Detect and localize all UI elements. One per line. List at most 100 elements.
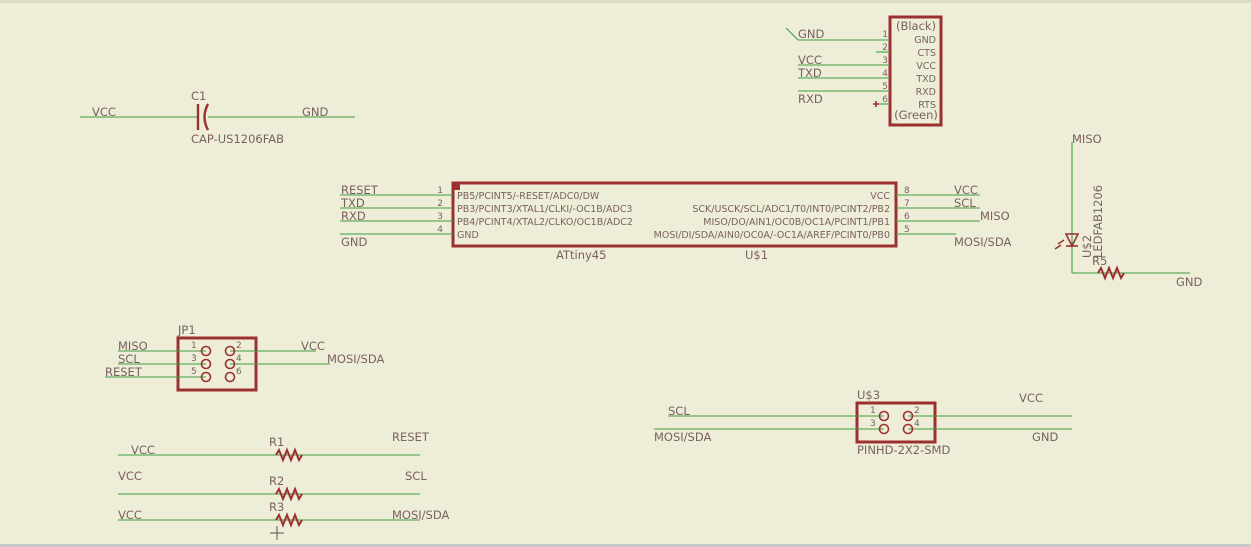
mcu-pin-name-4: GND bbox=[457, 230, 479, 241]
mcu-value: ATtiny45 bbox=[556, 248, 606, 262]
mcu-pin-num-2: 2 bbox=[437, 199, 443, 209]
jp1-pad-5 bbox=[200, 371, 212, 383]
mcu-pin-name-5: MOSI/DI/SDA/AIN0/OC0A/-OC1A/AREF/PCINT0/… bbox=[654, 230, 890, 241]
r3-ref: R3 bbox=[269, 500, 284, 514]
mcu-attiny45[interactable]: RESET TXD RXD GND 1 2 3 4 PB5/PCINT5/-RE… bbox=[340, 181, 1011, 262]
ftdi-net-3: VCC bbox=[798, 53, 822, 67]
cap-value: CAP-US1206FAB bbox=[191, 132, 284, 146]
jp1-num-5: 5 bbox=[191, 367, 197, 377]
mcu-pin-name-8: VCC bbox=[870, 191, 890, 202]
r1-net-left: VCC bbox=[131, 443, 155, 457]
r1-zigzag bbox=[275, 447, 303, 463]
u3-num-3: 3 bbox=[870, 419, 876, 429]
ftdi-pin-name-3: VCC bbox=[916, 61, 936, 72]
jp1-pad-3 bbox=[200, 358, 212, 370]
capacitor-c1[interactable]: C1 CAP-US1206FAB VCC GND bbox=[80, 89, 355, 146]
mcu-pin-name-6: MISO/DO/AIN1/OC0B/OC1A/PCINT1/PB1 bbox=[703, 217, 890, 228]
mcu-pin-num-1: 1 bbox=[437, 186, 443, 196]
ftdi-pin-num-1: 1 bbox=[882, 30, 888, 40]
r3-net-right: MOSI/SDA bbox=[392, 508, 449, 522]
jp1-net-1: MISO bbox=[118, 339, 148, 353]
mcu-pin-num-8: 8 bbox=[904, 186, 910, 196]
resistor-r3[interactable]: R3 VCC MOSI/SDA bbox=[118, 500, 449, 528]
u3-num-1: 1 bbox=[870, 406, 876, 416]
jp1-net-5: RESET bbox=[105, 365, 143, 379]
mcu-pin-num-4: 4 bbox=[437, 225, 443, 235]
jp1-net-3: SCL bbox=[118, 352, 140, 366]
u3-pad-4 bbox=[902, 423, 914, 435]
jp1-ref: JP1 bbox=[177, 323, 196, 337]
u3-pad-2 bbox=[902, 410, 914, 422]
cap-net-right: GND bbox=[302, 105, 329, 119]
resistor-r1[interactable]: R1 VCC RESET bbox=[118, 430, 430, 463]
mcu-pin-name-2: PB3/PCINT3/XTAL1/CLKI/-OC1B/ADC3 bbox=[457, 204, 632, 215]
jp1-num-3: 3 bbox=[191, 354, 197, 364]
led-net-top: MISO bbox=[1072, 132, 1102, 146]
ftdi-pin-name-1: GND bbox=[914, 35, 936, 46]
ftdi-net-4: TXD bbox=[797, 66, 822, 80]
cap-net-left: VCC bbox=[92, 105, 116, 119]
u3-body bbox=[855, 401, 937, 444]
ftdi-pin-num-3: 3 bbox=[882, 56, 888, 66]
ftdi-body bbox=[888, 15, 943, 127]
jp1-num-6: 6 bbox=[236, 367, 242, 377]
r2-zigzag bbox=[275, 486, 303, 502]
mcu-ref: U$1 bbox=[745, 248, 768, 262]
jp1-net-2: VCC bbox=[301, 339, 325, 353]
mcu-net-pin5: MOSI/SDA bbox=[954, 235, 1011, 249]
mcu-net-pin4: GND bbox=[341, 235, 368, 249]
ftdi-pin-name-6: RTS bbox=[918, 100, 936, 111]
led-net-right: GND bbox=[1176, 275, 1203, 289]
u3-net-4: GND bbox=[1032, 430, 1059, 444]
jp1-pad-6 bbox=[224, 371, 236, 383]
led-emission-arrows bbox=[1054, 239, 1065, 250]
u3-value: PINHD-2X2-SMD bbox=[857, 443, 950, 457]
ftdi-pin-num-2: 2 bbox=[882, 43, 888, 53]
isp-header-jp1[interactable]: 1 3 5 2 4 6 MISO SCL RESET VCC MOSI/SDA … bbox=[105, 323, 384, 392]
top-border bbox=[0, 0, 1251, 3]
mcu-pin-num-3: 3 bbox=[437, 212, 443, 222]
u3-ref: U$3 bbox=[857, 388, 880, 402]
mcu-net-pin3: RXD bbox=[341, 209, 366, 223]
mcu-pin-num-7: 7 bbox=[904, 199, 910, 209]
r1-net-right: RESET bbox=[392, 430, 430, 444]
mcu-net-pin2: TXD bbox=[340, 196, 365, 210]
ftdi-net-6: RXD bbox=[798, 92, 823, 106]
ftdi-origin-cross bbox=[873, 101, 879, 107]
mcu-pin-num-6: 6 bbox=[904, 212, 910, 222]
ftdi-connector[interactable]: (Black) (Green) GND VCC TXD RXD 1 2 3 4 … bbox=[785, 15, 943, 127]
mcu-pin-name-1: PB5/PCINT5/-RESET/ADC0/DW bbox=[457, 191, 600, 202]
ftdi-wire-gnd-stub bbox=[785, 27, 799, 41]
ftdi-pin-name-2: CTS bbox=[918, 48, 936, 59]
u3-pad-3 bbox=[878, 423, 890, 435]
cursor-crosshair-icon bbox=[270, 526, 284, 540]
r2-net-left: VCC bbox=[118, 469, 142, 483]
ftdi-pin-name-5: RXD bbox=[916, 87, 936, 98]
u3-net-2: VCC bbox=[1019, 391, 1043, 405]
led-value: LEDFAB1206 bbox=[1091, 185, 1105, 258]
header-u3[interactable]: 1 3 2 4 SCL MOSI/SDA VCC GND U$3 PINHD-2… bbox=[654, 388, 1072, 457]
u3-net-1: SCL bbox=[668, 404, 690, 418]
ftdi-top-label: (Black) bbox=[896, 19, 936, 33]
bottom-border bbox=[0, 544, 1251, 547]
mcu-pin-name-3: PB4/PCINT4/XTAL2/CLKO/OC1B/ADC2 bbox=[457, 217, 633, 228]
cap-ref: C1 bbox=[191, 89, 206, 103]
r2-net-right: SCL bbox=[405, 469, 427, 483]
led-u2[interactable]: MISO GND R5 U$2 LEDFAB1206 bbox=[1054, 132, 1203, 289]
jp1-num-2: 2 bbox=[236, 341, 242, 351]
ftdi-pin-num-6: 6 bbox=[882, 95, 888, 105]
r5-ref: R5 bbox=[1092, 254, 1107, 268]
u3-num-4: 4 bbox=[914, 419, 920, 429]
r3-zigzag bbox=[275, 512, 303, 528]
led-triangle bbox=[1064, 233, 1080, 248]
jp1-pad-1 bbox=[200, 345, 212, 357]
r3-net-left: VCC bbox=[118, 508, 142, 522]
jp1-net-4: MOSI/SDA bbox=[327, 352, 384, 366]
mcu-net-pin6: MISO bbox=[980, 209, 1010, 223]
led-ref: U$2 bbox=[1080, 235, 1094, 258]
resistor-r2[interactable]: R2 VCC SCL bbox=[118, 469, 427, 502]
mcu-pin-name-7: SCK/USCK/SCL/ADC1/T0/INT0/PCINT2/PB2 bbox=[692, 204, 890, 215]
jp1-pad-2 bbox=[224, 345, 236, 357]
ftdi-pin-name-4: TXD bbox=[915, 74, 936, 85]
